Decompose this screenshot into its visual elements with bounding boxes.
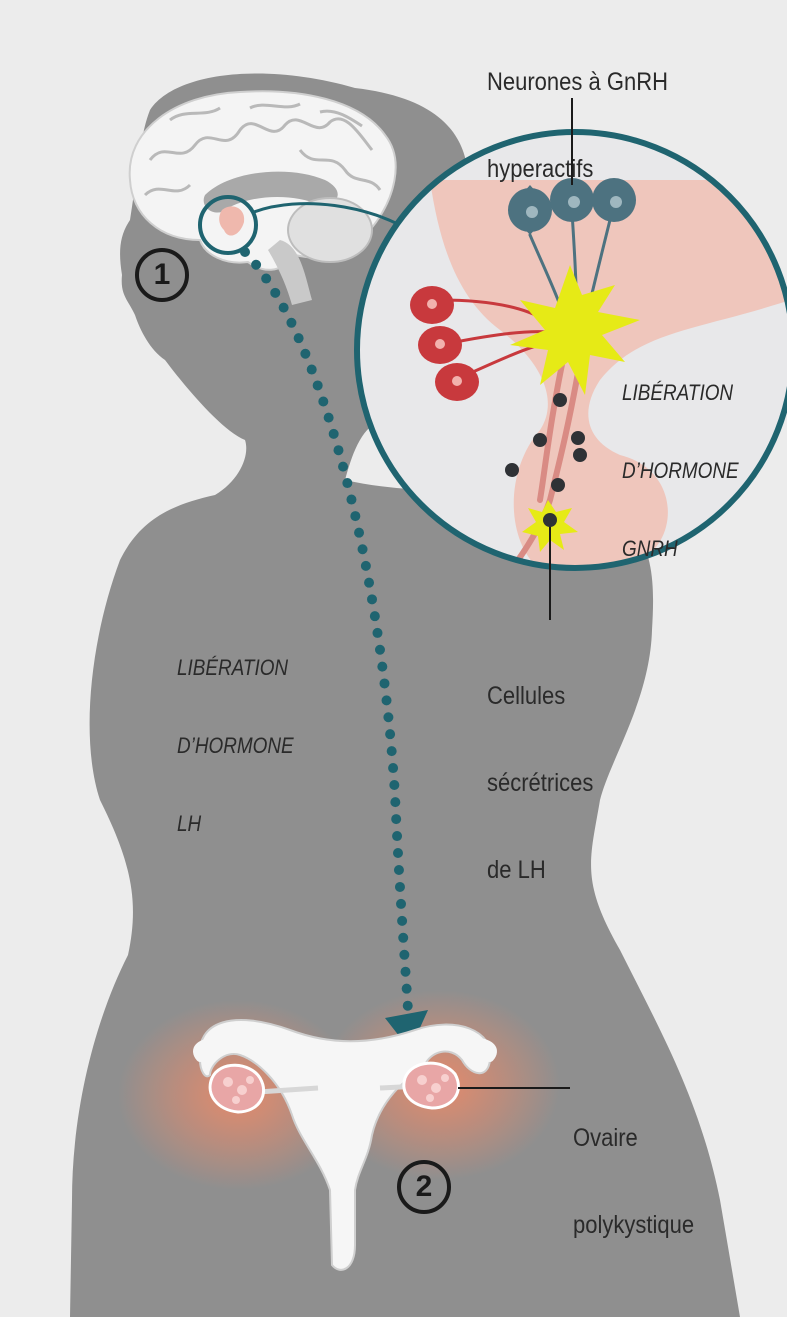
gnrh-release-line3: GNRH [622,536,739,562]
neurones-label: Neurones à GnRH hyperactifs [487,10,668,213]
lh-release-line3: LH [177,811,294,837]
cellules-label-line3: de LH [487,856,593,885]
cellules-label: Cellules sécrétrices de LH [487,624,593,914]
lh-release-line1: LIBÉRATION [177,655,294,681]
cellules-callout-dot [543,513,557,527]
gnrh-release-line2: D’HORMONE [622,458,739,484]
ovary-right [404,1063,459,1108]
lh-release-label: LIBÉRATION D’HORMONE LH [177,603,294,863]
neurones-label-line1: Neurones à GnRH [487,68,668,97]
ovary-left [210,1065,264,1112]
lh-release-line2: D’HORMONE [177,733,294,759]
cellules-label-line2: sécrétrices [487,769,593,798]
ovaire-label: Ovaire polykystique [573,1066,694,1269]
ovaire-label-line2: polykystique [573,1211,694,1240]
step-marker-2: 2 [397,1160,451,1214]
cellules-label-line1: Cellules [487,682,593,711]
gnrh-release-line1: LIBÉRATION [622,380,739,406]
step-marker-1: 1 [135,248,189,302]
cerebellum [288,198,372,262]
ovaire-label-line1: Ovaire [573,1124,694,1153]
neurones-label-line2: hyperactifs [487,155,668,184]
gnrh-release-label: LIBÉRATION D’HORMONE GNRH [622,328,739,588]
